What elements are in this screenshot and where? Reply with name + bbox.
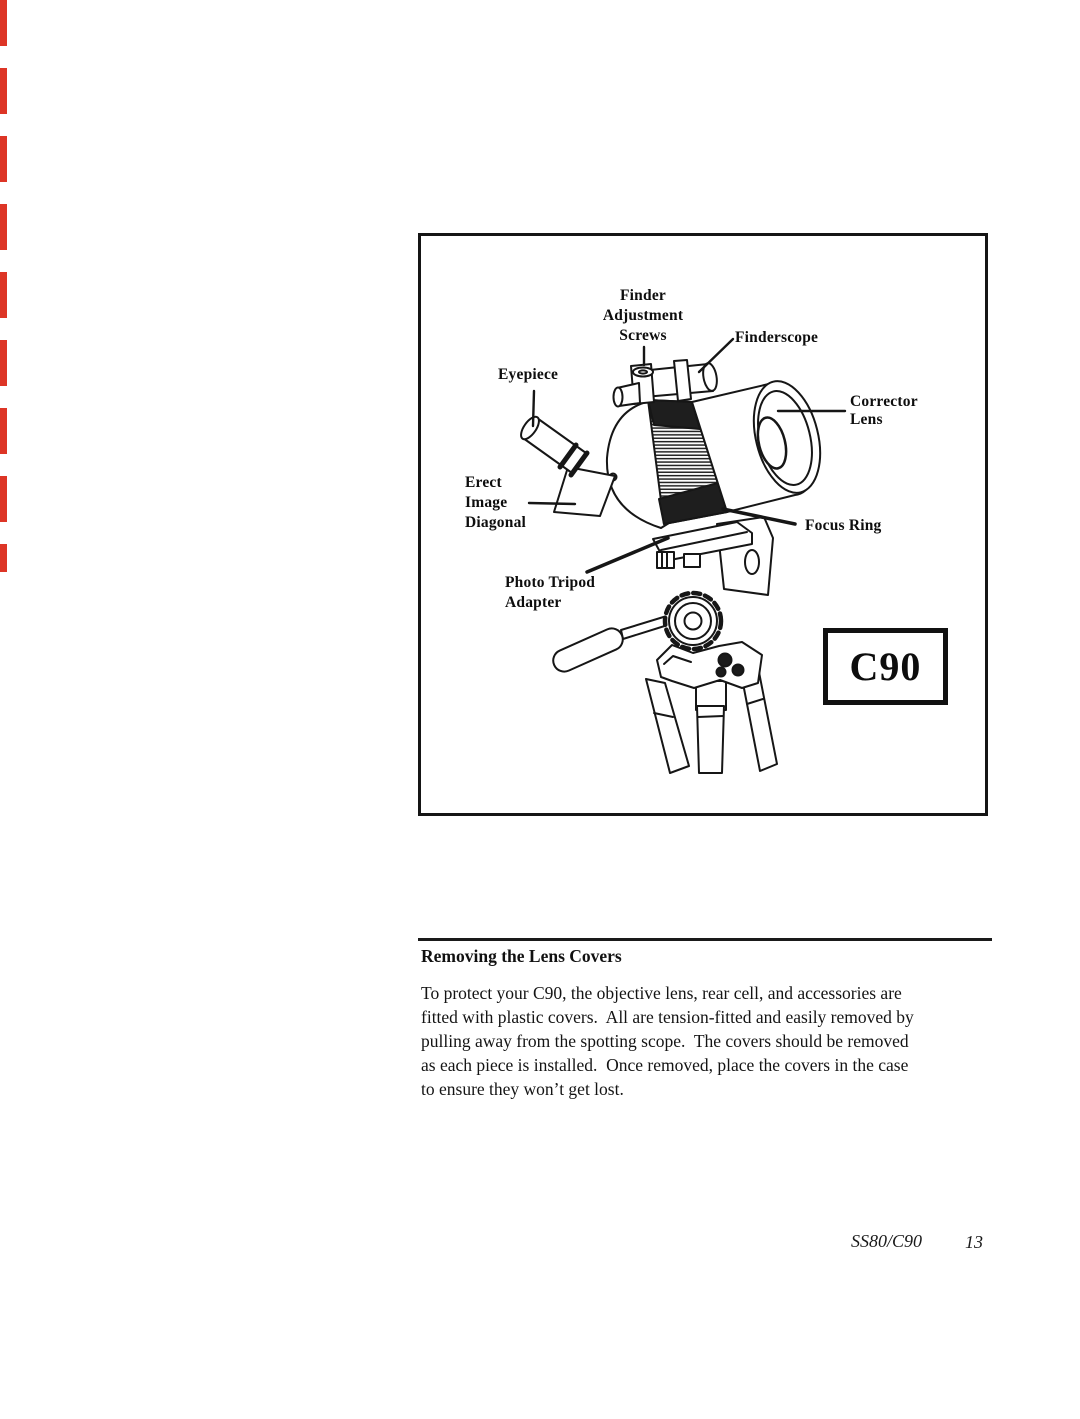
focus-ring-leader: [721, 507, 797, 526]
model-badge: C90: [823, 628, 948, 705]
eyepiece-leader: [531, 389, 536, 428]
diagram-frame: Finder Adjustment Screws Finderscope Eye…: [418, 233, 988, 816]
eyepiece-assembly: [520, 415, 616, 517]
scope-body: [605, 380, 822, 529]
telescope-illustration: [520, 337, 847, 774]
footer-page-number: 13: [965, 1232, 983, 1252]
diagonal-leader: [527, 501, 577, 506]
pan-handle-grip: [552, 627, 624, 673]
finderscope-drawing: [612, 359, 718, 408]
finderscope-leader: [697, 337, 735, 374]
diagonal-wedge: [553, 466, 616, 517]
label-photo-tripod-adapter: Photo Tripod Adapter: [505, 574, 596, 611]
label-finder-adjustment-screws: Finder Adjustment Screws: [602, 287, 684, 344]
adapter-leader: [585, 536, 670, 574]
body-line: To protect your C90, the objective lens,…: [421, 983, 902, 1003]
label-eyepiece: Eyepiece: [498, 366, 559, 383]
body-line: fitted with plastic covers. All are tens…: [421, 1007, 914, 1027]
tripod-adapter-plate: [652, 521, 753, 569]
body-line: as each piece is installed. Once removed…: [421, 1055, 909, 1075]
section-heading: Removing the Lens Covers: [421, 946, 622, 966]
label-focus-ring: Focus Ring: [805, 517, 882, 534]
footer-manual-code: SS80/C90: [851, 1231, 923, 1251]
leader-lines: [527, 337, 847, 574]
body-line: to ensure they won’t get lost.: [421, 1079, 624, 1099]
tripod-legs: [645, 641, 778, 774]
label-erect-image-diagonal: Erect Image Diagonal: [465, 474, 527, 531]
scan-edge-marks: [0, 0, 7, 572]
label-finderscope: Finderscope: [735, 329, 819, 346]
section-divider-rule: [418, 938, 992, 941]
body-line: pulling away from the spotting scope. Th…: [421, 1031, 909, 1051]
section-body: To protect your C90, the objective lens,…: [421, 981, 914, 1101]
label-corrector-lens: Corrector Lens: [850, 393, 918, 428]
